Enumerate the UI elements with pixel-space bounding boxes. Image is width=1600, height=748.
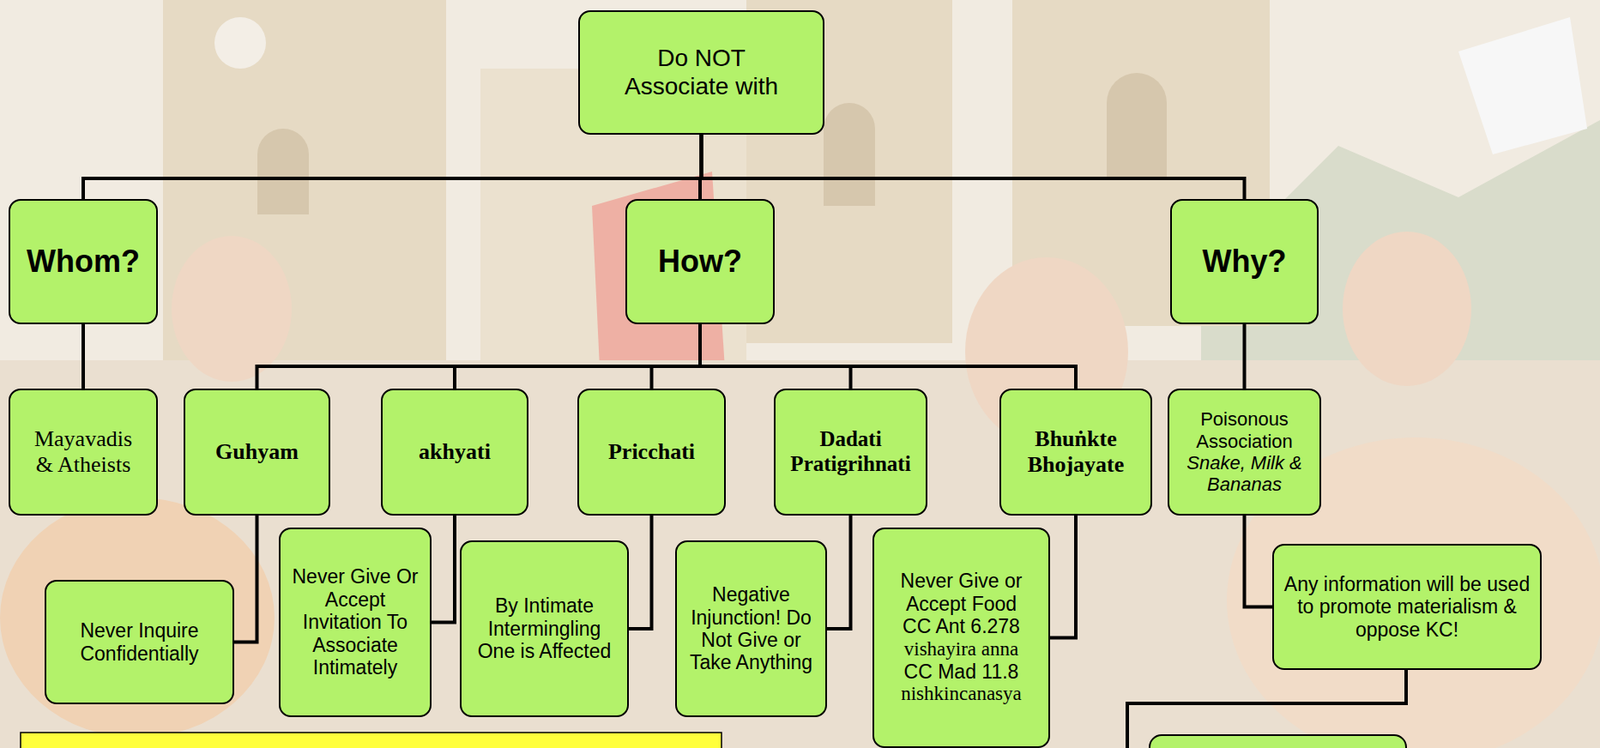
- detail-box: Never Give Or Accept Invitation To Assoc…: [278, 527, 432, 718]
- node-text: akhyati: [418, 439, 491, 465]
- detail-box: Never Give or Accept FoodCC Ant 6.278vis…: [872, 527, 1051, 748]
- node-text: Negative Injunction! Do Not Give or Take…: [682, 583, 821, 675]
- node-text: How?: [658, 243, 743, 279]
- head: [171, 235, 292, 382]
- flag: [1458, 17, 1588, 155]
- connector: [1243, 324, 1247, 389]
- detail-box: Any information will be used to promote …: [1272, 543, 1542, 671]
- head: [1342, 231, 1472, 387]
- detail-box: Negative Injunction! Do Not Give or Take…: [675, 540, 828, 718]
- node-text: Any information will be used to promote …: [1279, 573, 1535, 641]
- node-text: Never Give Or Accept Invitation To Assoc…: [285, 565, 425, 679]
- detail-box: By Intimate Intermingling One is Affecte…: [459, 540, 629, 718]
- node-text: Never Give or Accept Food: [879, 569, 1044, 616]
- robe: [0, 497, 275, 738]
- node-text: Why?: [1202, 243, 1287, 279]
- node-text: CC Ant 6.278: [902, 615, 1021, 638]
- question-box: Why?: [1170, 199, 1319, 325]
- connector: [257, 324, 701, 389]
- connector: [1050, 515, 1076, 639]
- node-text: Guhyam: [215, 439, 299, 465]
- connector: [454, 324, 701, 389]
- connector: [652, 324, 701, 389]
- question-box: Whom?: [8, 199, 158, 325]
- node-text: Poisonous Association: [1174, 408, 1315, 453]
- node-text: vishayira anna: [904, 638, 1019, 661]
- method-box: akhyati: [380, 388, 529, 516]
- connector: [827, 515, 852, 629]
- connector: [234, 515, 258, 643]
- connector: [431, 515, 455, 623]
- method-box: Bhuṅkte Bhojayate: [999, 388, 1153, 516]
- method-box: Guhyam: [183, 388, 331, 516]
- method-box: Dadati Pratigrihnati: [773, 388, 928, 516]
- node-text: Whom?: [26, 243, 140, 279]
- connector: [700, 324, 1076, 389]
- node-text: By Intimate Intermingling One is Affecte…: [466, 594, 622, 663]
- connector: [1244, 515, 1274, 608]
- node-text: nishkincanasya: [900, 682, 1022, 706]
- connector: [83, 134, 702, 200]
- node-text: Snake, Milk & Bananas: [1174, 452, 1315, 496]
- title-box: Do NOT Associate with: [578, 10, 825, 135]
- cut-box: [1149, 735, 1407, 748]
- window: [257, 128, 309, 215]
- detail-box: Never Inquire Confidentially: [44, 579, 235, 705]
- node-text: Mayavadis & Atheists: [31, 426, 135, 478]
- node-text: Dadati Pratigrihnati: [780, 427, 921, 477]
- note-box-cut: [20, 732, 722, 748]
- node-text: CC Mad 11.8: [904, 660, 1020, 683]
- method-box: Pricchati: [577, 388, 726, 516]
- node-text: Do NOT Associate with: [604, 44, 798, 100]
- window: [1106, 72, 1167, 181]
- clock: [214, 17, 266, 69]
- question-box: How?: [625, 199, 775, 325]
- connector: [700, 324, 852, 389]
- category-box: Mayavadis & Atheists: [8, 388, 158, 516]
- connector: [628, 515, 653, 629]
- window: [823, 102, 876, 206]
- node-text: Bhuṅkte Bhojayate: [1006, 426, 1146, 478]
- node-text: Never Inquire Confidentially: [51, 619, 228, 665]
- connector: [81, 324, 85, 389]
- reason-box: Poisonous AssociationSnake, Milk & Banan…: [1167, 388, 1322, 516]
- connector: [701, 134, 1245, 200]
- node-text: Pricchati: [608, 439, 695, 465]
